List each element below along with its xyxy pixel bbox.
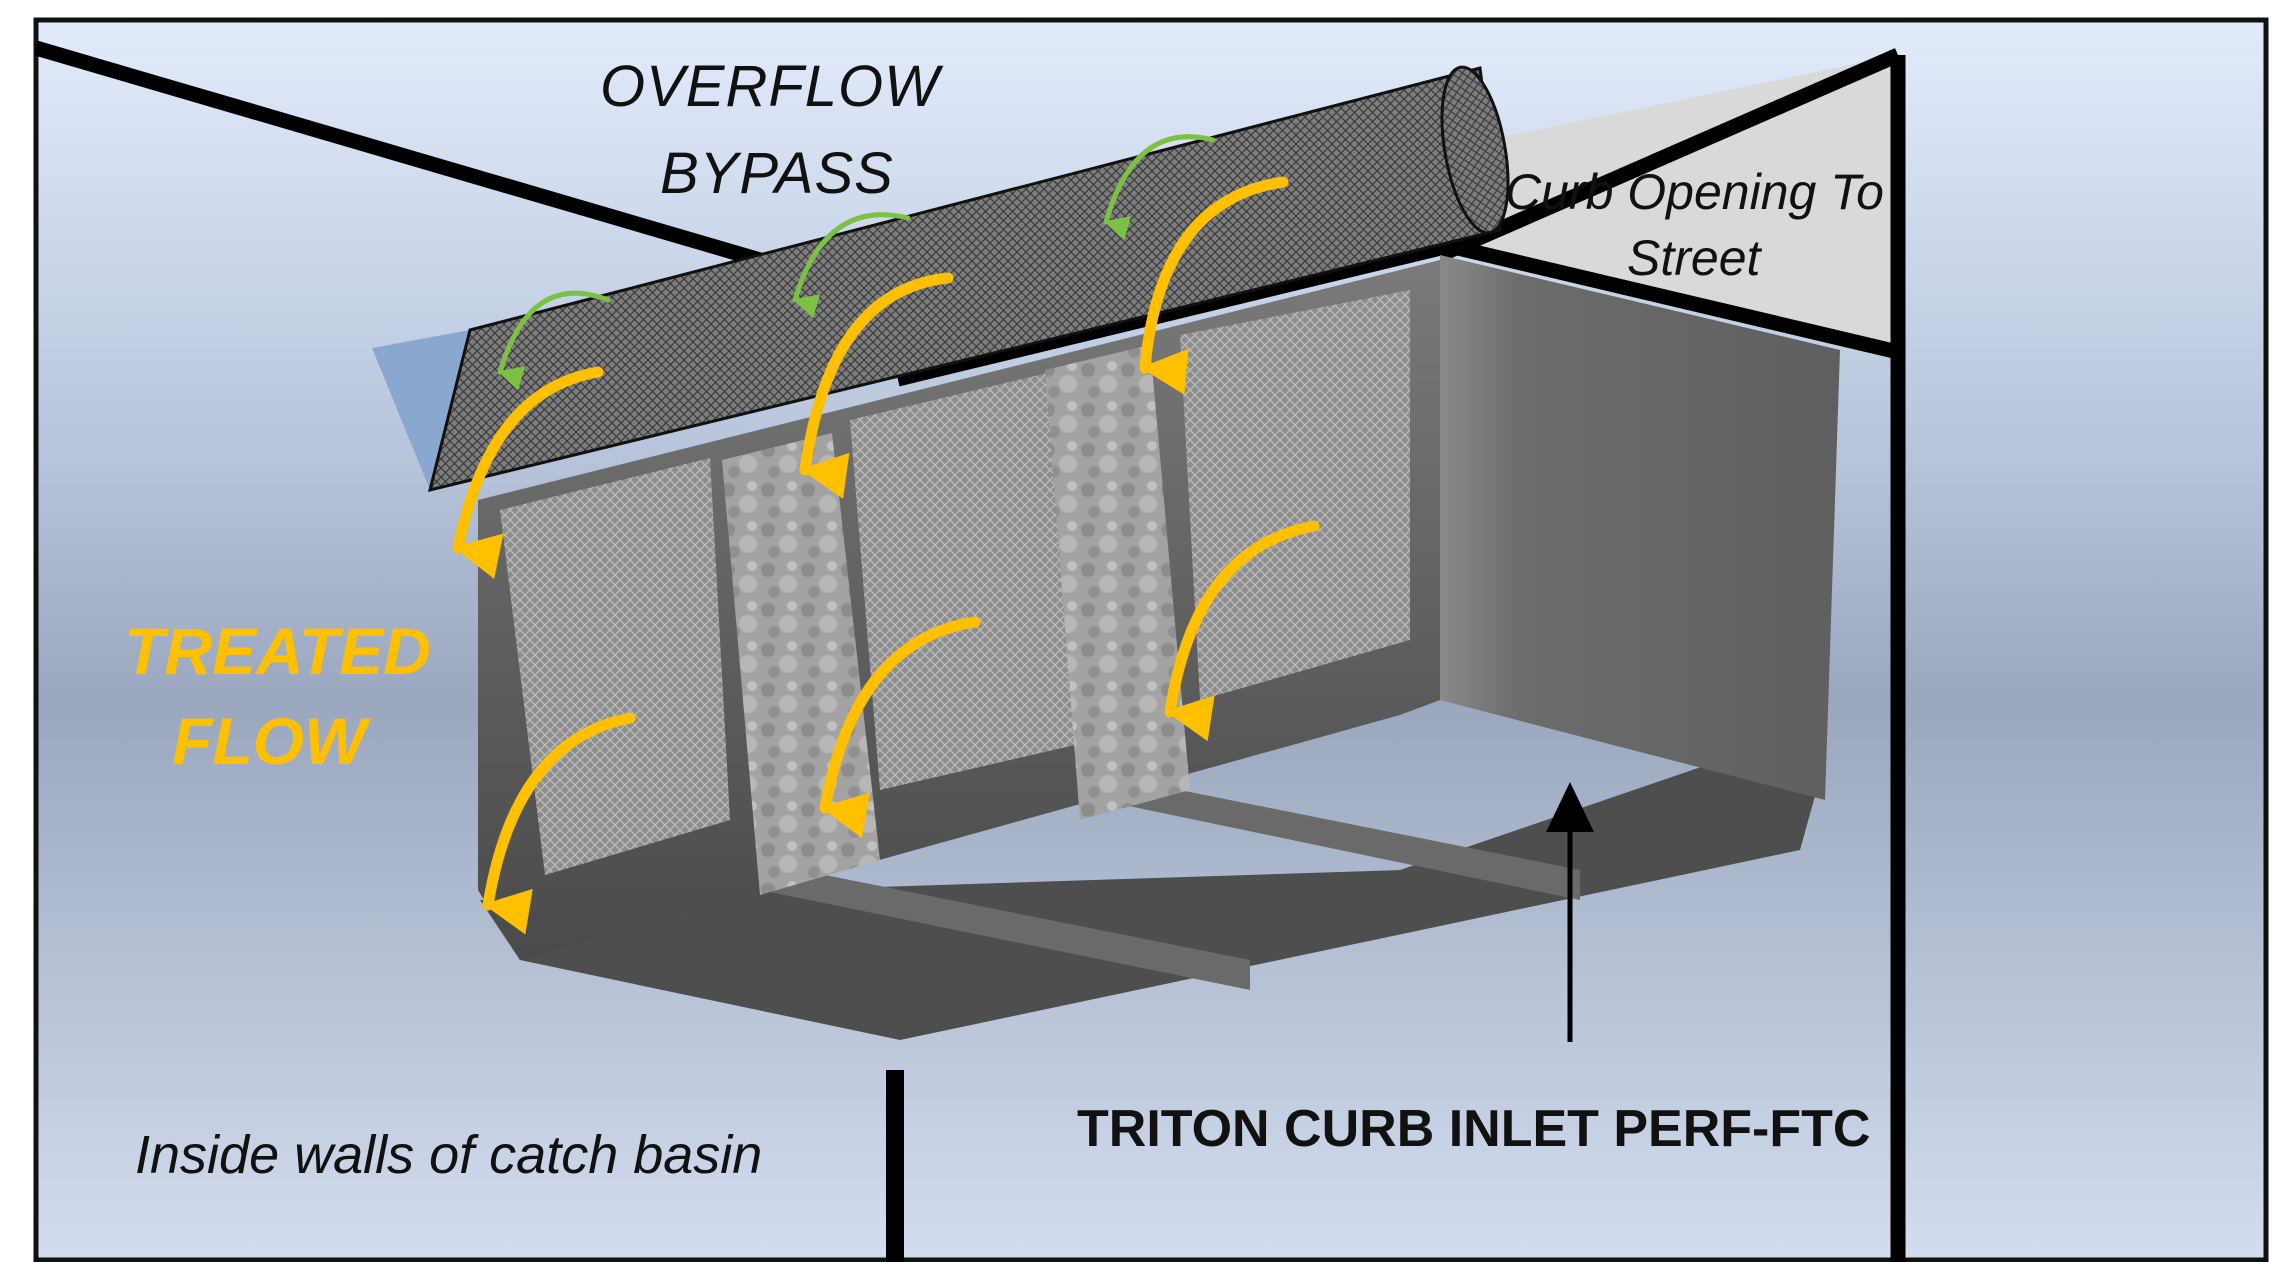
filter-tray-1: [760, 870, 1250, 990]
overflow-bypass-label-line2: BYPASS: [660, 141, 894, 206]
curved-arrow-down-icon: [452, 366, 604, 579]
catch-basin-label: Inside walls of catch basin: [135, 1125, 763, 1185]
curb-bottom-line: [1443, 237, 1900, 360]
curved-arrow-down-icon: [482, 712, 636, 935]
treated-flow-arrows: [452, 176, 1320, 935]
product-name-label: TRITON CURB INLET PERF-FTC: [1077, 1100, 1871, 1158]
treated-flow-label-line1: TREATED: [124, 614, 431, 688]
curb-opening-label-line1: Curb Opening To: [1505, 164, 1884, 220]
filter-panel-2: [850, 370, 1075, 790]
curb-top-line: [1436, 48, 1902, 262]
image-frame: [33, 17, 2269, 1262]
curved-arrow-down-icon: [799, 272, 954, 499]
curved-arrow-down-icon: [792, 212, 911, 319]
bypass-end-shade: [372, 330, 470, 490]
curved-arrow-down-icon: [819, 616, 981, 839]
treated-flow-label-line2: FLOW: [172, 704, 367, 778]
filter-panel-3: [1180, 290, 1410, 700]
bypass-pipe-end: [1440, 65, 1510, 235]
filter-panel-1: [500, 458, 730, 875]
curved-arrow-down-icon: [1103, 134, 1216, 241]
curb-opening-label-line2: Street: [1627, 230, 1761, 286]
curb-opening: [1440, 55, 1898, 357]
filter-base: [480, 740, 1825, 1040]
basin-wall-line-left: [33, 40, 763, 268]
media-strap-2: [1045, 345, 1190, 820]
media-strap-1: [722, 433, 880, 895]
overflow-bypass-label-line1: OVERFLOW: [600, 54, 940, 119]
bypass-flow-arrows: [497, 134, 1216, 391]
curved-arrow-down-icon: [1139, 176, 1289, 395]
curved-arrow-down-icon: [497, 290, 611, 391]
arrow-up-icon: [1546, 782, 1594, 1042]
filter-tray-2: [1100, 780, 1580, 900]
filter-box-side: [1440, 255, 1840, 800]
curved-arrow-down-icon: [1164, 520, 1320, 742]
curb-lip-line: [896, 241, 1447, 387]
